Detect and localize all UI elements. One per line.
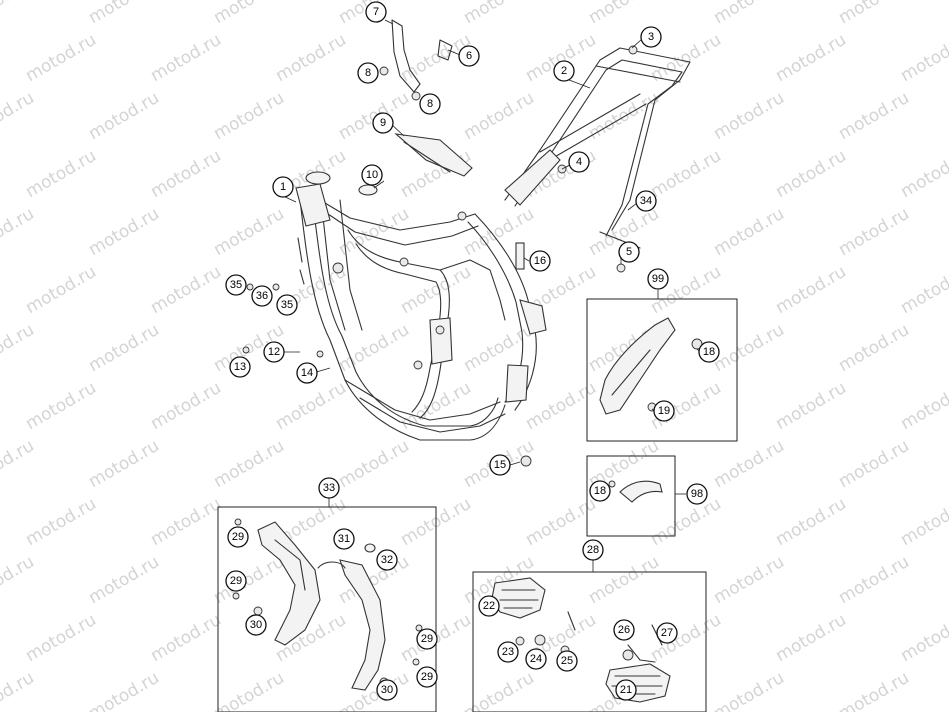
callout-32: 32: [376, 549, 398, 571]
callout-25: 25: [556, 650, 578, 672]
svg-text:23: 23: [502, 646, 514, 658]
svg-text:36: 36: [256, 290, 268, 302]
svg-text:28: 28: [587, 544, 599, 556]
box-33-part-group: [217, 498, 437, 712]
svg-text:29: 29: [230, 575, 242, 587]
svg-text:30: 30: [250, 619, 262, 631]
callout-29b: 29: [225, 570, 247, 592]
svg-text:9: 9: [380, 117, 386, 129]
svg-text:33: 33: [323, 482, 335, 494]
svg-text:12: 12: [268, 346, 280, 358]
svg-text:16: 16: [534, 255, 546, 267]
callout-4: 4: [568, 151, 590, 173]
callout-13: 13: [229, 356, 251, 378]
subframe-drawing: [504, 45, 691, 273]
callout-18a: 18: [698, 341, 720, 363]
svg-text:18: 18: [703, 346, 715, 358]
svg-text:18: 18: [594, 485, 606, 497]
callout-30b: 30: [376, 679, 398, 701]
callout-24: 24: [525, 648, 547, 670]
box-98-part-group: [586, 455, 686, 537]
callout-30a: 30: [245, 614, 267, 636]
callout-8a: 8: [357, 62, 379, 84]
callout-34: 34: [635, 190, 657, 212]
svg-text:22: 22: [483, 600, 495, 612]
svg-text:13: 13: [234, 361, 246, 373]
callout-29a: 29: [227, 526, 249, 548]
callout-98: 98: [686, 483, 708, 505]
svg-text:14: 14: [301, 367, 313, 379]
svg-text:19: 19: [658, 405, 670, 417]
svg-text:10: 10: [366, 169, 378, 181]
svg-text:31: 31: [338, 533, 350, 545]
callout-10: 10: [361, 164, 383, 186]
callout-7: 7: [365, 1, 387, 23]
callout-23: 23: [497, 641, 519, 663]
svg-text:15: 15: [494, 459, 506, 471]
svg-text:27: 27: [661, 627, 673, 639]
callout-9: 9: [372, 112, 394, 134]
callout-14: 14: [296, 362, 318, 384]
callout-29d: 29: [416, 666, 438, 688]
callout-18b: 18: [589, 480, 611, 502]
callout-12: 12: [263, 341, 285, 363]
svg-text:21: 21: [620, 684, 632, 696]
svg-text:26: 26: [618, 624, 630, 636]
callout-26: 26: [613, 619, 635, 641]
callout-35a: 35: [225, 274, 247, 296]
callout-28: 28: [582, 539, 604, 561]
callout-6: 6: [458, 45, 480, 67]
callout-3: 3: [640, 26, 662, 48]
callout-22: 22: [478, 595, 500, 617]
svg-text:35: 35: [230, 279, 242, 291]
callout-21: 21: [615, 679, 637, 701]
callout-8b: 8: [419, 93, 441, 115]
callout-36: 36: [251, 285, 273, 307]
svg-text:6: 6: [466, 50, 472, 62]
svg-text:98: 98: [691, 488, 703, 500]
svg-text:7: 7: [373, 6, 379, 18]
svg-text:5: 5: [626, 246, 632, 258]
svg-text:3: 3: [648, 31, 654, 43]
callout-19: 19: [653, 400, 675, 422]
callout-35b: 35: [276, 294, 298, 316]
main-frame-drawing: [242, 171, 547, 467]
callout-99: 99: [647, 268, 669, 290]
svg-text:1: 1: [280, 181, 286, 193]
svg-text:29: 29: [421, 671, 433, 683]
svg-text:25: 25: [561, 655, 573, 667]
top-bracket-drawing: [379, 19, 473, 177]
svg-text:8: 8: [427, 98, 433, 110]
svg-text:24: 24: [530, 653, 542, 665]
callout-33: 33: [318, 477, 340, 499]
svg-text:30: 30: [381, 684, 393, 696]
svg-text:34: 34: [640, 195, 652, 207]
callout-31: 31: [333, 528, 355, 550]
svg-text:4: 4: [576, 156, 582, 168]
callout-5: 5: [618, 241, 640, 263]
callout-27: 27: [656, 622, 678, 644]
svg-text:29: 29: [421, 633, 433, 645]
svg-text:29: 29: [232, 531, 244, 543]
svg-text:8: 8: [365, 67, 371, 79]
callout-1: 1: [272, 176, 294, 198]
callout-15: 15: [489, 454, 511, 476]
callout-29c: 29: [416, 628, 438, 650]
callout-16: 16: [529, 250, 551, 272]
svg-text:35: 35: [281, 299, 293, 311]
callout-2: 2: [553, 60, 575, 82]
svg-text:99: 99: [652, 273, 664, 285]
svg-text:32: 32: [381, 554, 393, 566]
svg-text:2: 2: [561, 65, 567, 77]
